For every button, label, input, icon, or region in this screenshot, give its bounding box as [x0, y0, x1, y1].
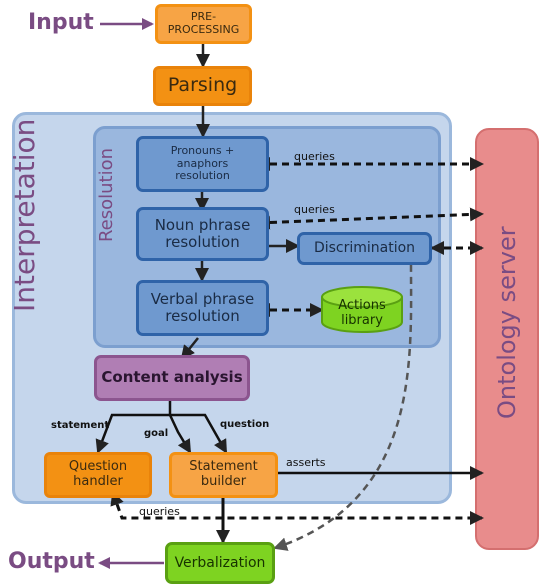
queries-label-1: queries [294, 150, 335, 163]
verbalization-node: Verbalization [165, 542, 275, 584]
pronouns-node: Pronouns + anaphors resolution [136, 136, 269, 192]
output-label: Output [8, 549, 95, 574]
actions-library-node: Actions library [338, 298, 386, 328]
question-label: question [220, 419, 270, 430]
actions-library-cylinder [321, 286, 403, 333]
noun-phrase-node: Noun phrase resolution [136, 207, 269, 261]
parsing-node: Parsing [153, 66, 252, 106]
asserts-label: asserts [286, 456, 326, 469]
statement-builder-node: Statement builder [169, 452, 278, 498]
statement-label: statement [51, 420, 110, 431]
question-handler-node: Question handler [44, 452, 152, 498]
verbal-phrase-node: Verbal phrase resolution [136, 280, 269, 336]
content-analysis-node: Content analysis [94, 355, 250, 401]
input-label: Input [28, 10, 94, 35]
goal-label: goal [144, 428, 169, 439]
ontology-server-region [475, 128, 539, 550]
discrimination-node: Discrimination [297, 232, 432, 265]
queries-label-3: queries [139, 505, 180, 518]
queries-label-2: queries [294, 203, 335, 216]
preprocessing-node: PRE- PROCESSING [155, 4, 252, 44]
